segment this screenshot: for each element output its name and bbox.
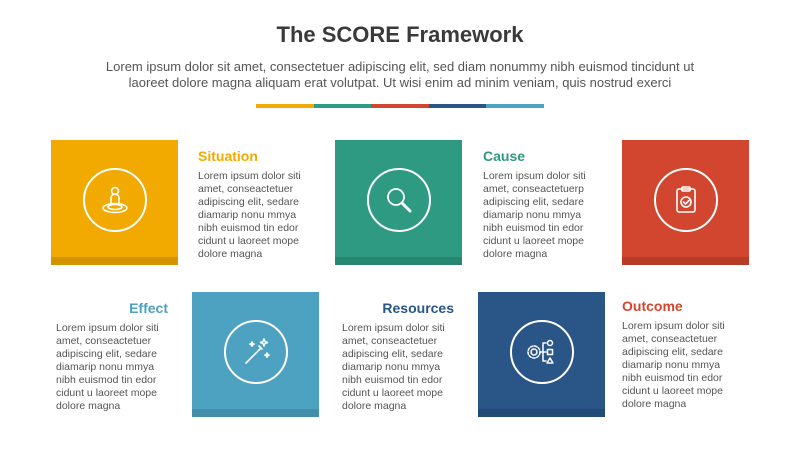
resources-icon-ring xyxy=(510,320,574,384)
divider-segment-dark-blue xyxy=(428,104,487,108)
cause-icon-ring xyxy=(367,168,431,232)
outcome-box-shadow xyxy=(622,257,749,265)
situation-box xyxy=(51,140,178,265)
divider-segment-light-blue xyxy=(486,104,544,108)
outcome-label: Outcome xyxy=(622,298,683,314)
situation-description: Lorem ipsum dolor siti amet, conseactetu… xyxy=(198,170,301,260)
effect-icon-ring xyxy=(224,320,288,384)
outcome-icon-ring xyxy=(654,168,718,232)
situation-icon-ring xyxy=(83,168,147,232)
resources-label: Resources xyxy=(382,300,454,316)
effect-description: Lorem ipsum dolor siti amet, conseactetu… xyxy=(56,322,159,412)
effect-box xyxy=(192,292,319,417)
situation-label: Situation xyxy=(198,148,258,164)
color-divider xyxy=(256,104,544,108)
magic-wand-icon xyxy=(245,338,270,364)
outcome-description: Lorem ipsum dolor siti amet, conseactetu… xyxy=(622,320,725,410)
cause-description: Lorem ipsum dolor siti amet, conseactetu… xyxy=(483,170,586,260)
divider-segment-yellow xyxy=(256,104,314,108)
subtitle-line-1: Lorem ipsum dolor sit amet, consectetuer… xyxy=(105,59,695,74)
cause-label: Cause xyxy=(483,148,526,164)
divider-segment-teal xyxy=(313,104,372,108)
person-target-icon xyxy=(102,186,128,214)
resources-description: Lorem ipsum dolor siti amet, conseactetu… xyxy=(342,322,445,412)
magnifier-icon xyxy=(387,188,412,213)
situation-box-shadow xyxy=(51,257,178,265)
cause-box-shadow xyxy=(335,257,462,265)
outcome-box xyxy=(622,140,749,265)
gear-shapes-icon xyxy=(527,339,554,364)
clipboard-check-icon xyxy=(676,186,696,213)
subtitle-line-2: laoreet dolore magna aliquam erat volutp… xyxy=(128,75,672,90)
page-title: The SCORE Framework xyxy=(276,22,524,47)
resources-box-shadow xyxy=(478,409,605,417)
divider-segment-red xyxy=(371,104,429,108)
effect-box-shadow xyxy=(192,409,319,417)
effect-label: Effect xyxy=(129,300,168,316)
cause-box xyxy=(335,140,462,265)
subtitle: Lorem ipsum dolor sit amet, consectetuer… xyxy=(50,59,750,91)
resources-box xyxy=(478,292,605,417)
